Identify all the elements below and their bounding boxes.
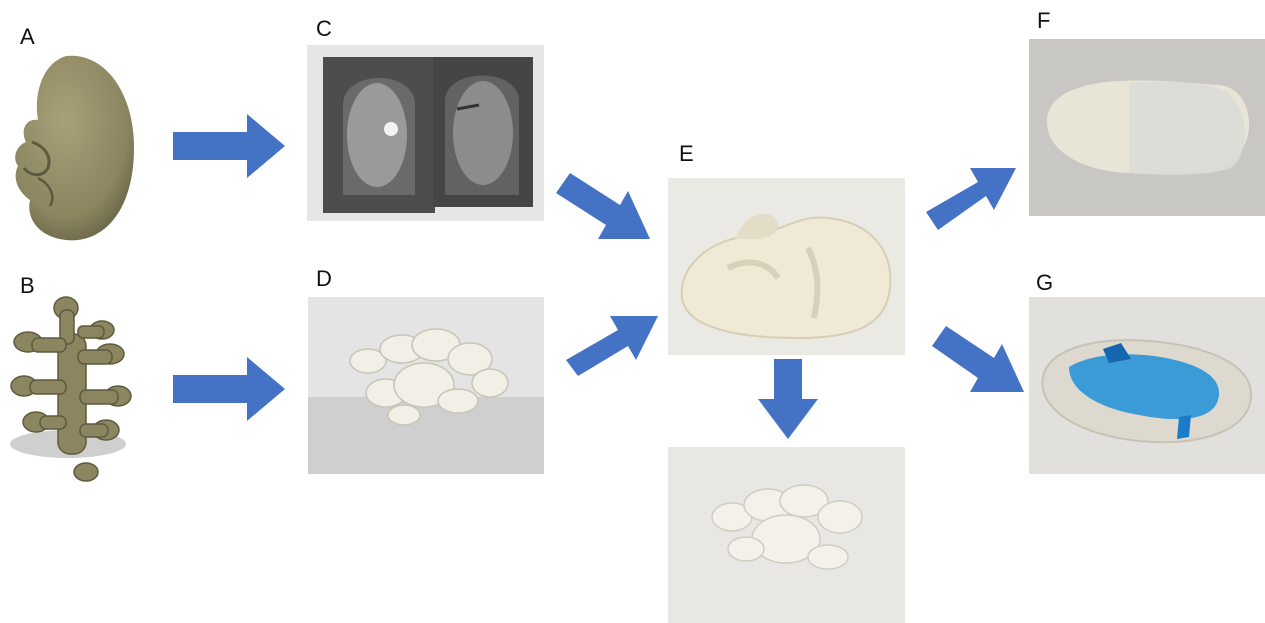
mold-photo (307, 45, 544, 221)
arrow-b-to-d (173, 357, 285, 421)
phantom-photo (668, 178, 905, 355)
panel-label-e: E (679, 143, 694, 165)
blue-filled-phantom-photo (1029, 297, 1265, 474)
arrow-e-to-f (926, 160, 1016, 236)
kidney-3d-model (8, 50, 138, 246)
arrow-d-to-e (566, 310, 658, 386)
arrow-e-to-g (930, 324, 1024, 396)
cast-photo (308, 297, 544, 474)
panel-label-f: F (1037, 10, 1050, 32)
extracted-cast-photo (668, 447, 905, 623)
sectioned-phantom-photo (1029, 39, 1265, 216)
panel-label-g: G (1036, 272, 1053, 294)
arrow-a-to-c (173, 114, 285, 178)
arrow-c-to-e (554, 169, 654, 239)
panel-label-c: C (316, 18, 332, 40)
arrow-e-down (758, 359, 818, 439)
panel-label-d: D (316, 268, 332, 290)
collecting-system-3d-model (6, 294, 146, 484)
panel-label-a: A (20, 26, 35, 48)
